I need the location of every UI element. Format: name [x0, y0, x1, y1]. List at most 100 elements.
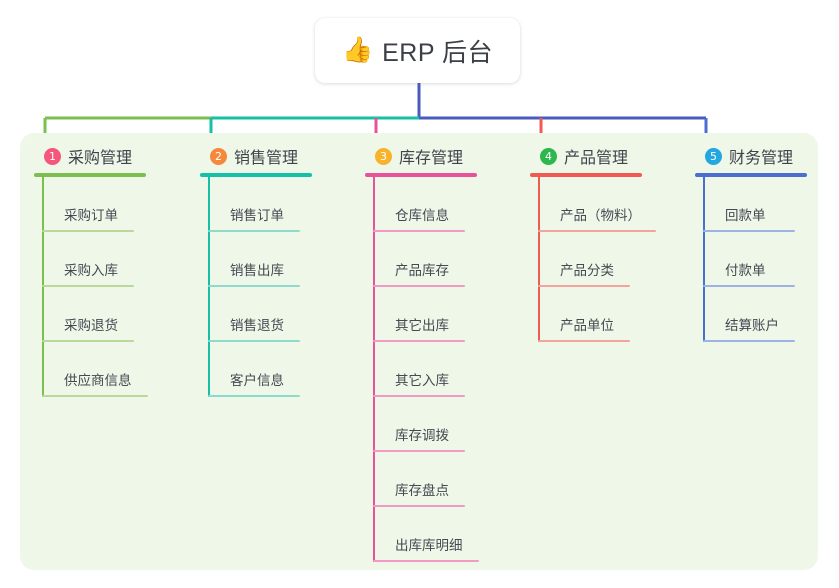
branch-item[interactable]: 回款单 — [703, 177, 807, 232]
branch-spine — [42, 177, 44, 397]
branch-item-label: 采购订单 — [64, 208, 118, 223]
branch-item-label: 付款单 — [725, 263, 766, 278]
branch-item-label: 仓库信息 — [395, 208, 449, 223]
branch-item-label: 销售出库 — [230, 263, 284, 278]
branch-item[interactable]: 采购入库 — [42, 232, 146, 287]
branch-item-list: 产品（物料） 产品分类产品单位 — [538, 177, 656, 342]
branch-title: 销售管理 — [234, 150, 299, 167]
branch-item-rule — [703, 230, 795, 232]
branch-item-rule — [373, 395, 465, 397]
branch-item-label: 采购退货 — [64, 318, 118, 333]
branch-item-rule — [538, 285, 630, 287]
branch-item-list: 回款单付款单结算账户 — [703, 177, 807, 342]
branch-item[interactable]: 供应商信息 — [42, 342, 148, 397]
branch-item-rule — [42, 395, 148, 397]
branch-item-label: 产品单位 — [560, 318, 614, 333]
branch-column: 1 采购管理采购订单采购入库采购退货供应商信息 — [34, 145, 148, 397]
branch-item[interactable]: 仓库信息 — [373, 177, 477, 232]
branch-item-rule — [208, 395, 300, 397]
branch-item[interactable]: 出库库明细 — [373, 507, 479, 562]
branch-item-label: 销售订单 — [230, 208, 284, 223]
branch-header-rule — [695, 173, 807, 177]
branch-item-label: 出库库明细 — [395, 538, 463, 553]
branch-item-label: 其它出库 — [395, 318, 449, 333]
branch-item[interactable]: 产品分类 — [538, 232, 642, 287]
branch-item-label: 销售退货 — [230, 318, 284, 333]
branch-item[interactable]: 销售订单 — [208, 177, 312, 232]
root-node[interactable]: 👍 ERP 后台 — [315, 18, 520, 83]
branch-header[interactable]: 5 财务管理 — [695, 145, 807, 167]
branch-spine — [703, 177, 705, 342]
branch-item-list: 采购订单采购入库采购退货供应商信息 — [42, 177, 148, 397]
branch-item[interactable]: 产品库存 — [373, 232, 477, 287]
branch-item[interactable]: 其它入库 — [373, 342, 477, 397]
branch-item-rule — [208, 285, 300, 287]
branch-item-rule — [703, 285, 795, 287]
branch-item-label: 回款单 — [725, 208, 766, 223]
branch-item-label: 采购入库 — [64, 263, 118, 278]
branch-item-rule — [42, 285, 134, 287]
branch-item-label: 库存调拨 — [395, 428, 449, 443]
branch-item-label: 库存盘点 — [395, 483, 449, 498]
branch-item-rule — [42, 340, 134, 342]
branch-title: 财务管理 — [729, 150, 794, 167]
branch-number-badge: 1 — [44, 147, 61, 165]
branch-item-label: 产品（物料） — [560, 208, 641, 223]
branch-item-label: 产品分类 — [560, 263, 614, 278]
branch-item-label: 客户信息 — [230, 373, 284, 388]
branch-item[interactable]: 销售出库 — [208, 232, 312, 287]
branch-item[interactable]: 产品（物料） — [538, 177, 656, 232]
branch-header[interactable]: 4 产品管理 — [530, 145, 642, 167]
branch-item-list: 仓库信息产品库存其它出库其它入库库存调拨库存盘点出库库明细 — [373, 177, 479, 562]
branch-item[interactable]: 库存盘点 — [373, 452, 477, 507]
branch-item-rule — [703, 340, 795, 342]
branch-item-label: 产品库存 — [395, 263, 449, 278]
branch-header-rule — [365, 173, 477, 177]
branch-header[interactable]: 1 采购管理 — [34, 145, 146, 167]
branch-number-badge: 3 — [375, 147, 392, 165]
diagram-panel — [20, 133, 818, 570]
branch-spine — [373, 177, 375, 562]
branch-item[interactable]: 结算账户 — [703, 287, 807, 342]
branch-item-rule — [42, 230, 134, 232]
branch-spine — [208, 177, 210, 397]
branch-number-badge: 5 — [705, 147, 722, 165]
branch-column: 2 销售管理销售订单销售出库销售退货客户信息 — [200, 145, 312, 397]
branch-item-rule — [373, 285, 465, 287]
thumbs-up-icon: 👍 — [341, 36, 374, 64]
branch-title: 采购管理 — [68, 150, 133, 167]
branch-item[interactable]: 产品单位 — [538, 287, 642, 342]
branch-item-rule — [373, 450, 465, 452]
branch-title: 产品管理 — [564, 150, 629, 167]
branch-column: 4 产品管理产品（物料） 产品分类产品单位 — [530, 145, 656, 342]
branch-header-rule — [34, 173, 146, 177]
branch-item[interactable]: 库存调拨 — [373, 397, 477, 452]
branch-item-rule — [373, 505, 465, 507]
branch-item[interactable]: 采购订单 — [42, 177, 146, 232]
branch-item-rule — [208, 230, 300, 232]
branch-item-rule — [373, 230, 465, 232]
branch-item[interactable]: 销售退货 — [208, 287, 312, 342]
branch-item[interactable]: 采购退货 — [42, 287, 146, 342]
branch-header-rule — [530, 173, 642, 177]
branch-header-rule — [200, 173, 312, 177]
branch-item-rule — [373, 340, 465, 342]
branch-item-label: 其它入库 — [395, 373, 449, 388]
branch-header[interactable]: 3 库存管理 — [365, 145, 477, 167]
branch-item-list: 销售订单销售出库销售退货客户信息 — [208, 177, 312, 397]
branch-item-rule — [208, 340, 300, 342]
branch-column: 3 库存管理仓库信息产品库存其它出库其它入库库存调拨库存盘点出库库明细 — [365, 145, 479, 562]
branch-item-label: 供应商信息 — [64, 373, 132, 388]
branch-number-badge: 4 — [540, 147, 557, 165]
branch-column: 5 财务管理回款单付款单结算账户 — [695, 145, 807, 342]
branch-item[interactable]: 客户信息 — [208, 342, 312, 397]
branch-title: 库存管理 — [399, 150, 464, 167]
branch-item-rule — [373, 560, 479, 562]
branch-header[interactable]: 2 销售管理 — [200, 145, 312, 167]
branch-item-rule — [538, 230, 656, 232]
page-title: ERP 后台 — [382, 38, 494, 67]
branch-item[interactable]: 其它出库 — [373, 287, 477, 342]
branch-item[interactable]: 付款单 — [703, 232, 807, 287]
branch-item-rule — [538, 340, 630, 342]
branch-number-badge: 2 — [210, 147, 227, 165]
